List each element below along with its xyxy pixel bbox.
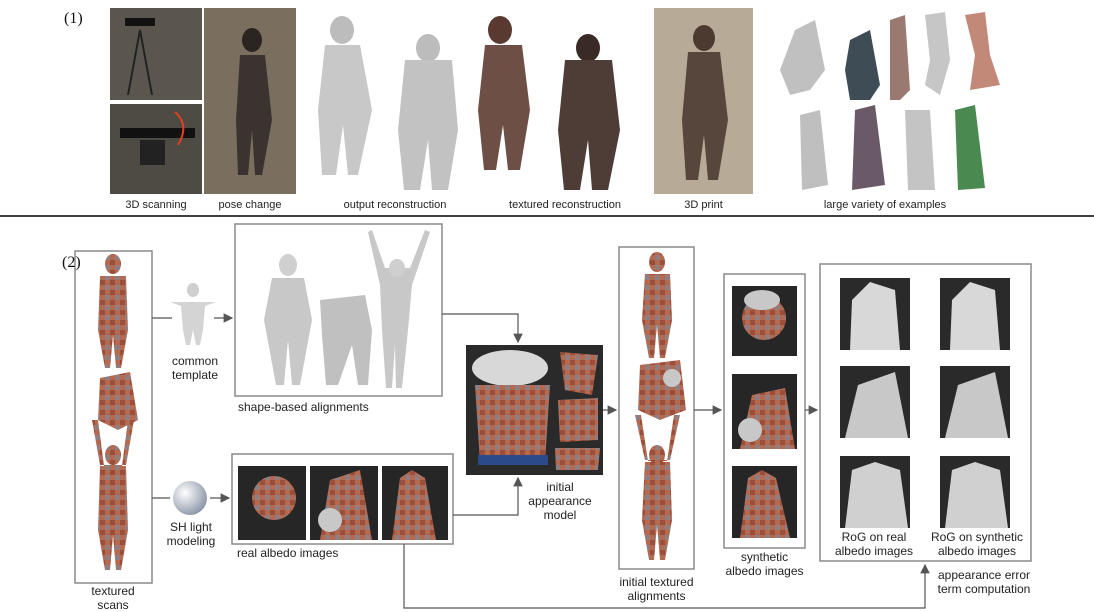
label-synthetic-albedo: synthetic albedo images (712, 550, 817, 578)
caption-variety: large variety of examples (790, 199, 980, 211)
caption-pose-change: pose change (204, 199, 296, 211)
caption-3d-scanning: 3D scanning (108, 199, 204, 211)
synthetic-albedo-images (732, 286, 797, 538)
textured-reconstruction (478, 16, 620, 190)
3d-print-photo (654, 8, 753, 194)
output-reconstruction (318, 16, 458, 190)
label-initial-textured: initial textured alignments (604, 575, 709, 603)
label-rog-synthetic: RoG on synthetic albedo images (922, 530, 1032, 558)
label-textured-scans: textured scans (70, 584, 156, 612)
label-common-template: common template (160, 354, 230, 382)
part-1-label: (1) (64, 10, 83, 28)
real-albedo-images (238, 466, 448, 540)
atlas-patches (472, 350, 600, 470)
label-rog-real: RoG on real albedo images (826, 530, 922, 558)
caption-textured-reconstruction: textured reconstruction (490, 199, 640, 211)
label-shape-alignments: shape-based alignments (238, 400, 398, 414)
scanning-photos (110, 8, 202, 194)
part-2-label: (2) (62, 254, 81, 272)
caption-3d-print: 3D print (654, 199, 753, 211)
label-initial-appearance: initial appearance model (525, 480, 595, 522)
caption-output-reconstruction: output reconstruction (320, 199, 470, 211)
label-real-albedo: real albedo images (237, 546, 377, 560)
label-appearance-error: appearance error term computation (924, 568, 1044, 596)
label-sh-light: SH light modeling (156, 520, 226, 548)
sh-light-sphere (173, 481, 207, 515)
variety-examples (780, 12, 1000, 190)
pose-change-photo (204, 8, 296, 194)
common-template-figure (170, 283, 216, 345)
